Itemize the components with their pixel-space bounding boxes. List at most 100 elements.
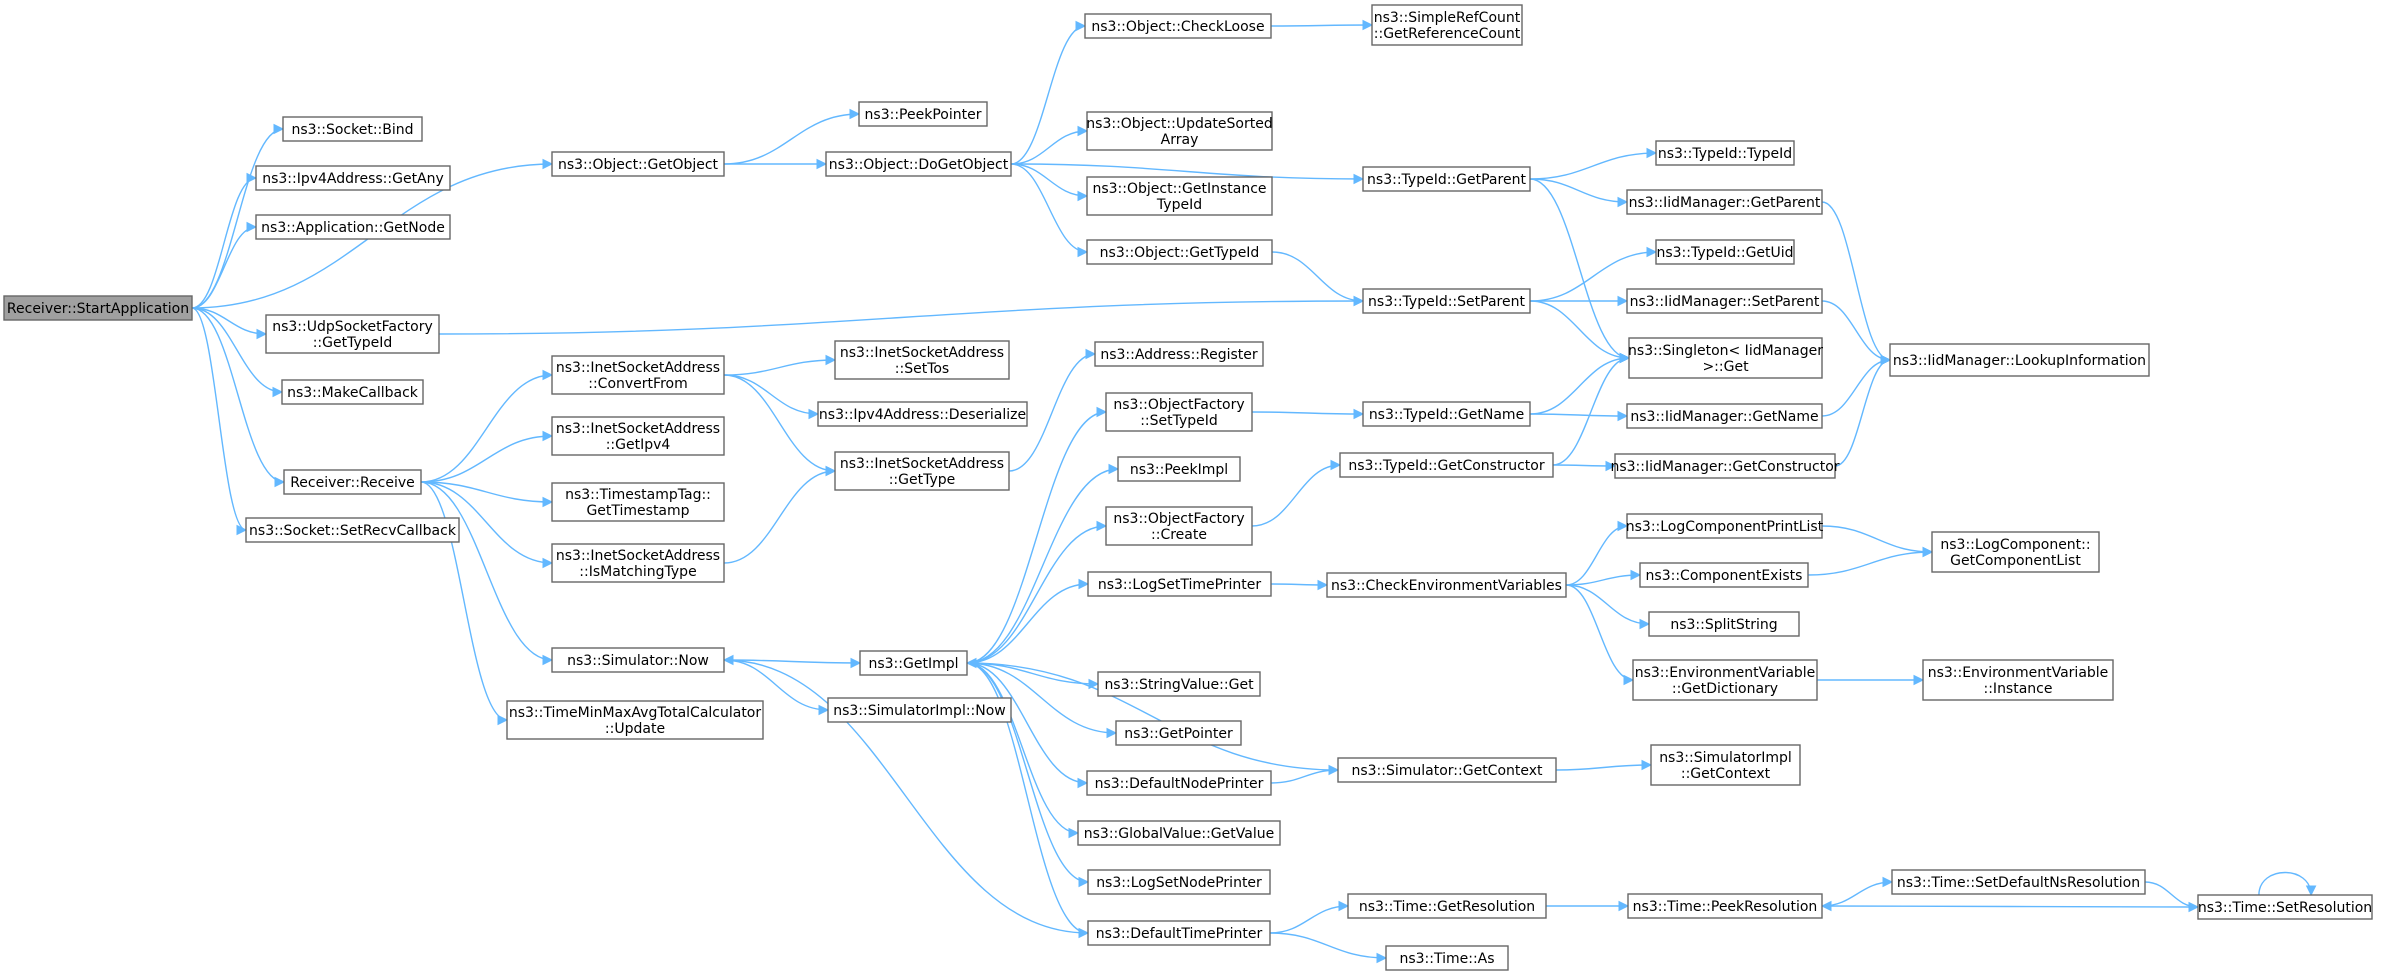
node-ns3-environmentvariable-instance[interactable]: ns3::EnvironmentVariable::Instance bbox=[1922, 659, 2114, 701]
edge-n6-n10 bbox=[420, 435, 553, 483]
edge-n6-n9 bbox=[420, 374, 553, 483]
node-ns3-getpointer[interactable]: ns3::GetPointer bbox=[1115, 720, 1242, 746]
node-ns3-stringvalue-get[interactable]: ns3::StringValue::Get bbox=[1097, 671, 1261, 697]
edge-n38-n46-arrowhead bbox=[1646, 147, 1658, 159]
node-ns3-iidmanager-getname[interactable]: ns3::IidManager::GetName bbox=[1626, 403, 1823, 429]
edge-n20-n27 bbox=[966, 411, 1107, 664]
node-box bbox=[825, 151, 1012, 177]
node-box bbox=[1648, 611, 1800, 637]
edge-n42-n56-arrowhead bbox=[1623, 674, 1635, 686]
node-label: ns3::IidManager::GetParent bbox=[1629, 195, 1821, 211]
edge-n41-n52-arrowhead bbox=[1605, 460, 1617, 472]
node-box bbox=[551, 647, 725, 673]
node-ns3-typeid-getname[interactable]: ns3::TypeId::GetName bbox=[1362, 401, 1531, 427]
node-label: ns3::IidManager::GetConstructor bbox=[1610, 459, 1839, 475]
node-ns3-defaulttimeprinter[interactable]: ns3::DefaultTimePrinter bbox=[1087, 920, 1271, 946]
node-ns3-inetsocketaddress-getipv4[interactable]: ns3::InetSocketAddress::GetIpv4 bbox=[551, 416, 725, 456]
node-ns3-socket-setrecvcallback[interactable]: ns3::Socket::SetRecvCallback bbox=[245, 517, 460, 543]
node-box bbox=[1086, 770, 1272, 796]
node-box bbox=[1339, 452, 1554, 478]
edge-n16-n38 bbox=[1010, 163, 1364, 180]
node-ns3-timestamptag-gettimestamp[interactable]: ns3::TimestampTag::GetTimestamp bbox=[551, 482, 725, 522]
node-ns3-object-dogetobject[interactable]: ns3::Object::DoGetObject bbox=[825, 151, 1012, 177]
node-label: ns3::TimeMinMaxAvgTotalCalculator bbox=[509, 705, 762, 721]
node-ns3-application-getnode[interactable]: ns3::Application::GetNode bbox=[255, 214, 451, 240]
node-ns3-simplerefcount-getreferencecount[interactable]: ns3::SimpleRefCount::GetReferenceCount bbox=[1371, 4, 1523, 46]
node-receiver-receive[interactable]: Receiver::Receive bbox=[283, 469, 422, 495]
node-ns3-simulatorimpl-now[interactable]: ns3::SimulatorImpl::Now bbox=[827, 697, 1012, 723]
edge-n9-n19 bbox=[723, 374, 836, 472]
node-ns3-iidmanager-setparent[interactable]: ns3::IidManager::SetParent bbox=[1626, 288, 1823, 314]
node-ns3-environmentvariable-getdictionary[interactable]: ns3::EnvironmentVariable::GetDictionary bbox=[1632, 659, 1818, 701]
node-ns3-typeid-setparent[interactable]: ns3::TypeId::SetParent bbox=[1362, 288, 1531, 314]
node-ns3-typeid-getparent[interactable]: ns3::TypeId::GetParent bbox=[1362, 166, 1531, 192]
edge-n16-n24-arrowhead bbox=[1077, 190, 1089, 202]
node-ns3-socket-bind[interactable]: ns3::Socket::Bind bbox=[282, 116, 423, 142]
node-ns3-logcomponent-getcomponentlist[interactable]: ns3::LogComponent::GetComponentList bbox=[1931, 531, 2100, 573]
node-ns3-logcomponentprintlist[interactable]: ns3::LogComponentPrintList bbox=[1626, 513, 1824, 539]
node-receiver-startapplication[interactable]: Receiver::StartApplication bbox=[3, 295, 193, 321]
node-box bbox=[265, 314, 440, 354]
node-ns3-timeminmaxavgtotalcalculator-update[interactable]: ns3::TimeMinMaxAvgTotalCalculator::Updat… bbox=[506, 700, 764, 740]
node-label: ::GetReferenceCount bbox=[1374, 26, 1521, 42]
node-ns3-peekimpl[interactable]: ns3::PeekImpl bbox=[1117, 456, 1241, 482]
node-ns3-typeid-getconstructor[interactable]: ns3::TypeId::GetConstructor bbox=[1339, 452, 1554, 478]
node-ns3-simulatorimpl-getcontext[interactable]: ns3::SimulatorImpl::GetContext bbox=[1650, 744, 1801, 786]
node-label: ns3::Singleton< IidManager bbox=[1628, 343, 1823, 359]
node-ns3-time-peekresolution[interactable]: ns3::Time::PeekResolution bbox=[1627, 893, 1823, 919]
node-label: ns3::IidManager::SetParent bbox=[1630, 294, 1820, 310]
node-ns3-typeid-getuid[interactable]: ns3::TypeId::GetUid bbox=[1655, 239, 1795, 265]
node-box bbox=[1628, 337, 1823, 379]
node-ns3-inetsocketaddress-ismatchingtype[interactable]: ns3::InetSocketAddress::IsMatchingType bbox=[551, 543, 725, 583]
node-box bbox=[255, 165, 451, 191]
node-ns3-typeid-typeid[interactable]: ns3::TypeId::TypeId bbox=[1655, 140, 1795, 166]
node-ns3-getimpl[interactable]: ns3::GetImpl bbox=[859, 650, 968, 676]
node-ns3-iidmanager-getconstructor[interactable]: ns3::IidManager::GetConstructor bbox=[1610, 453, 1840, 479]
node-ns3-logsetnodeprinter[interactable]: ns3::LogSetNodePrinter bbox=[1087, 869, 1271, 895]
node-ns3-simulator-getcontext[interactable]: ns3::Simulator::GetContext bbox=[1337, 757, 1557, 783]
node-ns3-iidmanager-lookupinformation[interactable]: ns3::IidManager::LookupInformation bbox=[1889, 343, 2150, 377]
node-ns3-makecallback[interactable]: ns3::MakeCallback bbox=[281, 379, 424, 405]
node-ns3-udpsocketfactory-gettypeid[interactable]: ns3::UdpSocketFactory::GetTypeId bbox=[265, 314, 440, 354]
edge-n63-n58 bbox=[1821, 905, 2199, 908]
node-ns3-singleton-iidmanager-get[interactable]: ns3::Singleton< IidManager >::Get bbox=[1628, 337, 1823, 379]
node-ns3-ipv4address-getany[interactable]: ns3::Ipv4Address::GetAny bbox=[255, 165, 451, 191]
node-ns3-peekpointer[interactable]: ns3::PeekPointer bbox=[858, 101, 988, 127]
node-ns3-simulator-now[interactable]: ns3::Simulator::Now bbox=[551, 647, 725, 673]
node-ns3-objectfactory-create[interactable]: ns3::ObjectFactory::Create bbox=[1105, 506, 1253, 546]
edge-n22-n37-arrowhead bbox=[1362, 19, 1374, 31]
edge-n29-n41-arrowhead bbox=[1330, 459, 1342, 471]
node-label: ns3::InetSocketAddress bbox=[840, 345, 1004, 361]
edge-n63-n58-arrowhead bbox=[1820, 900, 1832, 912]
node-ns3-time-setresolution[interactable]: ns3::Time::SetResolution bbox=[2197, 894, 2373, 920]
node-ns3-splitstring[interactable]: ns3::SplitString bbox=[1648, 611, 1800, 637]
node-ns3-objectfactory-settypeid[interactable]: ns3::ObjectFactory::SetTypeId bbox=[1105, 392, 1253, 432]
node-ns3-logsettimeprinter[interactable]: ns3::LogSetTimePrinter bbox=[1087, 571, 1272, 597]
edge-n6-n11 bbox=[420, 481, 553, 503]
node-label: ns3::IidManager::LookupInformation bbox=[1893, 353, 2146, 369]
node-ns3-time-getresolution[interactable]: ns3::Time::GetResolution bbox=[1347, 893, 1547, 919]
node-ns3-object-checkloose[interactable]: ns3::Object::CheckLoose bbox=[1084, 13, 1272, 39]
edge-n20-n28 bbox=[966, 468, 1119, 664]
node-ns3-componentexists[interactable]: ns3::ComponentExists bbox=[1639, 562, 1809, 588]
node-ns3-checkenvironmentvariables[interactable]: ns3::CheckEnvironmentVariables bbox=[1326, 572, 1567, 598]
node-ns3-inetsocketaddress-settos[interactable]: ns3::InetSocketAddress::SetTos bbox=[834, 340, 1010, 380]
node-ns3-object-gettypeid[interactable]: ns3::Object::GetTypeId bbox=[1086, 239, 1273, 265]
node-ns3-time-setdefaultnsresolution[interactable]: ns3::Time::SetDefaultNsResolution bbox=[1891, 869, 2146, 895]
node-ns3-globalvalue-getvalue[interactable]: ns3::GlobalValue::GetValue bbox=[1077, 820, 1281, 846]
node-box bbox=[1087, 920, 1271, 946]
node-ns3-object-getobject[interactable]: ns3::Object::GetObject bbox=[551, 151, 725, 177]
node-ns3-iidmanager-getparent[interactable]: ns3::IidManager::GetParent bbox=[1626, 189, 1823, 215]
node-ns3-ipv4address-deserialize[interactable]: ns3::Ipv4Address::Deserialize bbox=[817, 401, 1028, 427]
node-ns3-time-as[interactable]: ns3::Time::As bbox=[1385, 945, 1509, 971]
node-ns3-inetsocketaddress-gettype[interactable]: ns3::InetSocketAddress::GetType bbox=[834, 451, 1010, 491]
node-label: ns3::GetImpl bbox=[868, 656, 958, 672]
edge-n42-n53-arrowhead bbox=[1617, 520, 1629, 532]
node-ns3-defaultnodeprinter[interactable]: ns3::DefaultNodePrinter bbox=[1086, 770, 1272, 796]
node-box bbox=[1626, 403, 1823, 429]
node-ns3-address-register[interactable]: ns3::Address::Register bbox=[1094, 341, 1264, 367]
node-ns3-inetsocketaddress-convertfrom[interactable]: ns3::InetSocketAddress::ConvertFrom bbox=[551, 355, 725, 395]
edge-n44-n58-arrowhead bbox=[1618, 900, 1630, 912]
